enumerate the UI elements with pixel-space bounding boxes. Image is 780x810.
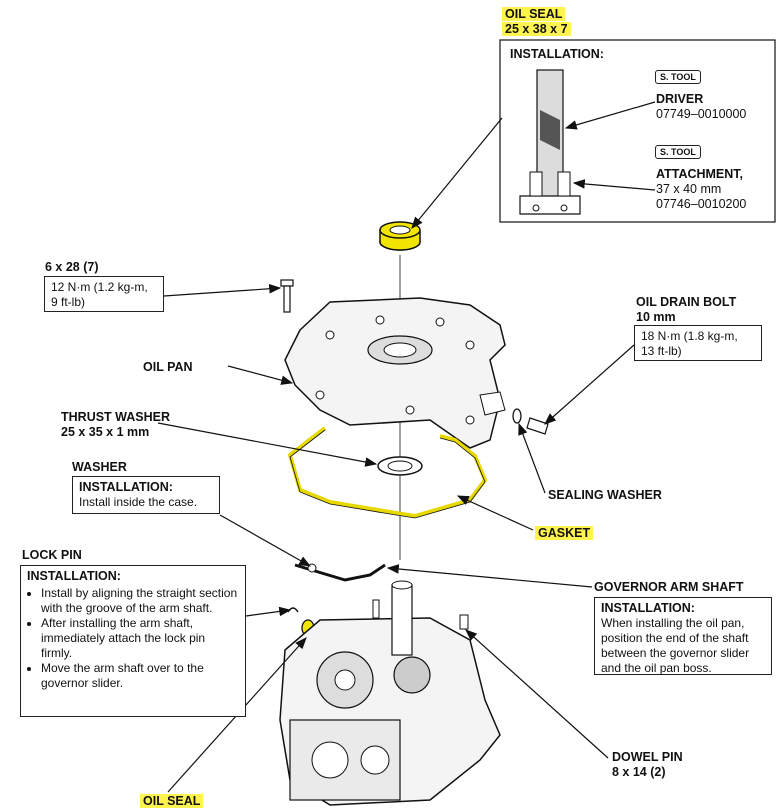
dowel-pin-title: DOWEL PIN — [612, 750, 683, 764]
thrust-washer-label: THRUST WASHER 25 x 35 x 1 mm — [61, 410, 170, 440]
driver-name: DRIVER — [656, 92, 704, 106]
oil-seal-top-label: OIL SEAL 25 x 38 x 7 — [502, 7, 571, 37]
attachment-label: ATTACHMENT, 37 x 40 mm 07746–0010200 — [656, 167, 746, 212]
lock-pin-item: Install by aligning the straight section… — [41, 586, 239, 616]
lock-pin-title: LOCK PIN — [22, 548, 82, 562]
governor-arm-shaft-title: GOVERNOR ARM SHAFT — [594, 580, 744, 594]
washer-heading: INSTALLATION: — [79, 480, 173, 494]
leader-lines — [157, 101, 656, 793]
dowel-pin-size: 8 x 14 (2) — [612, 765, 666, 779]
gasket-text: GASKET — [535, 526, 594, 540]
oil-seal-bottom-label: OIL SEAL — [140, 794, 204, 809]
stool-badge-attachment: S. TOOL — [655, 145, 701, 159]
oil-seal-top-part — [379, 221, 421, 251]
washer-title: WASHER — [72, 460, 127, 474]
lock-pin-heading: INSTALLATION: — [27, 569, 121, 583]
thrust-washer-size: 25 x 35 x 1 mm — [61, 425, 150, 439]
bolt-torque-line2: 9 ft-lb) — [51, 295, 86, 309]
crankcase-part — [279, 580, 501, 806]
bolt-title: 6 x 28 (7) — [45, 260, 99, 274]
attachment-size: 37 x 40 mm — [656, 182, 722, 196]
bolt-torque-line1: 12 N·m (1.2 kg-m, — [51, 280, 148, 294]
install-tool-drawing — [519, 69, 581, 215]
thrust-washer-part — [377, 456, 423, 476]
dowel-pin-label: DOWEL PIN 8 x 14 (2) — [612, 750, 683, 780]
bolt-part — [280, 279, 294, 313]
oil-drain-bolt-size: 10 mm — [636, 310, 676, 324]
lock-pin-item: Move the arm shaft over to the governor … — [41, 661, 239, 691]
governor-heading: INSTALLATION: — [601, 601, 695, 615]
gasket-label: GASKET — [535, 526, 594, 541]
driver-label: DRIVER 07749–0010000 — [656, 92, 746, 122]
attachment-part: 07746–0010200 — [656, 197, 747, 211]
drain-bolt-torque-box: 18 N·m (1.8 kg-m, 13 ft-lb) — [634, 325, 762, 361]
oil-pan-label: OIL PAN — [143, 360, 193, 374]
sealing-washer-label: SEALING WASHER — [548, 488, 662, 502]
gasket-part — [287, 426, 488, 519]
washer-box: INSTALLATION: Install inside the case. — [72, 476, 220, 514]
drain-bolt-torque-line1: 18 N·m (1.8 kg-m, — [641, 329, 738, 343]
oil-drain-bolt-label: OIL DRAIN BOLT 10 mm — [636, 295, 736, 325]
thrust-washer-title: THRUST WASHER — [61, 410, 171, 424]
drain-bolt-torque-line2: 13 ft-lb) — [641, 344, 682, 358]
governor-arm-shaft-box: INSTALLATION: When installing the oil pa… — [594, 597, 772, 675]
lock-pin-list: Install by aligning the straight section… — [27, 586, 239, 691]
oil-seal-top-size: 25 x 38 x 7 — [502, 22, 571, 36]
washer-text: Install inside the case. — [79, 495, 198, 509]
oil-seal-top-title: OIL SEAL — [502, 7, 566, 21]
lock-pin-item: After installing the arm shaft, immediat… — [41, 616, 239, 661]
oil-drain-bolt-title: OIL DRAIN BOLT — [636, 295, 737, 309]
attachment-name: ATTACHMENT, — [656, 167, 744, 181]
lock-pin-box: INSTALLATION: Install by aligning the st… — [20, 565, 246, 717]
oil-seal-bottom-text: OIL SEAL — [140, 794, 204, 808]
oil-pan-part — [284, 297, 506, 449]
stool-badge-driver: S. TOOL — [655, 70, 701, 84]
drain-bolt-part — [512, 408, 549, 435]
bolt-torque-box: 12 N·m (1.2 kg-m, 9 ft-lb) — [44, 276, 164, 312]
driver-part: 07749–0010000 — [656, 107, 747, 121]
governor-text: When installing the oil pan, position th… — [601, 616, 750, 675]
governor-arm-shaft-part — [294, 563, 386, 582]
install-panel-heading: INSTALLATION: — [510, 47, 604, 61]
